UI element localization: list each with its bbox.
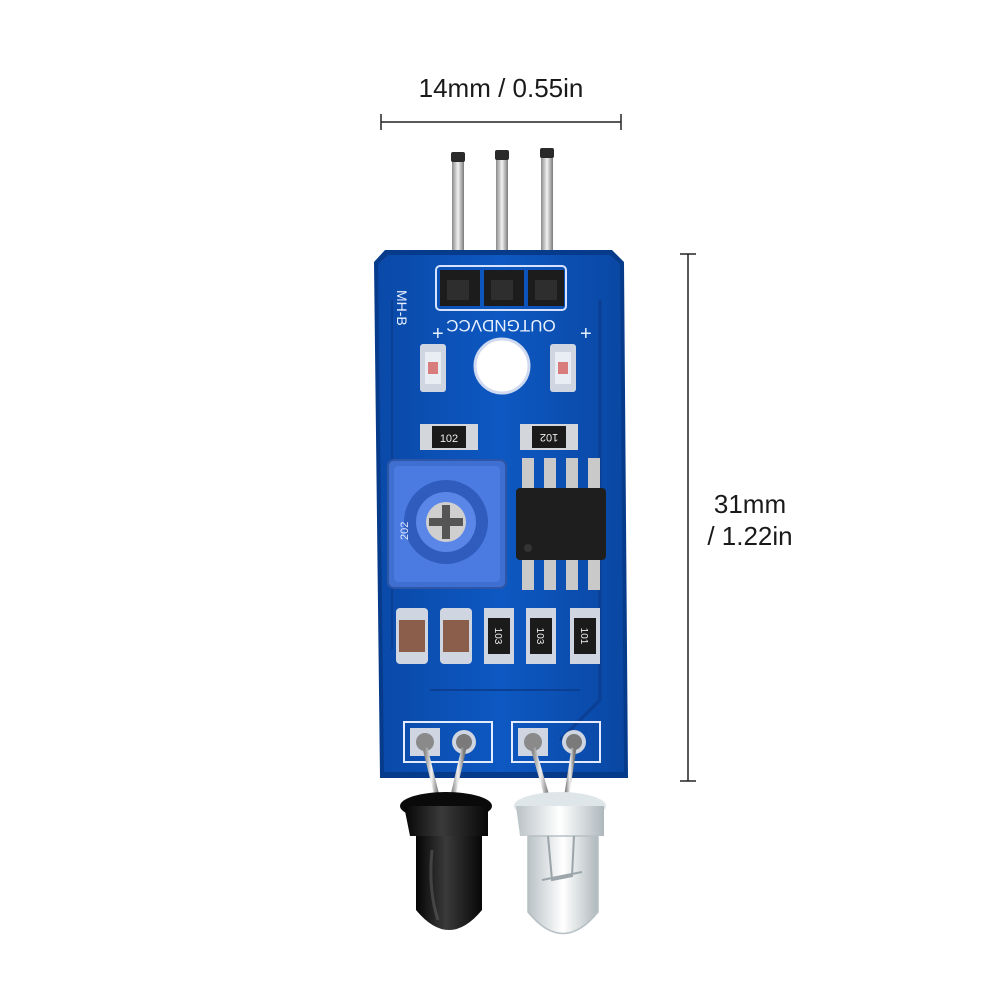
pin-header-base bbox=[435, 265, 567, 311]
ir-emitter-led bbox=[514, 792, 606, 935]
height-dimension-label: 31mm / 1.22in bbox=[690, 488, 810, 552]
plus-sign-right: + bbox=[580, 323, 592, 345]
ir-receiver-led bbox=[400, 792, 492, 930]
resistor-code: 102 bbox=[440, 433, 458, 445]
potentiometer-code: 202 bbox=[399, 522, 411, 540]
led-legs bbox=[422, 747, 577, 801]
indicator-led-left bbox=[420, 344, 446, 392]
potentiometer: 202 bbox=[387, 459, 507, 589]
width-dimension-label: 14mm / 0.55in bbox=[418, 73, 584, 103]
mounting-hole bbox=[473, 337, 531, 395]
model-silkscreen: MH-B bbox=[394, 290, 410, 326]
resistor-code: 103 bbox=[534, 628, 545, 645]
ic-chip bbox=[516, 458, 606, 590]
height-mm-label: 31mm bbox=[713, 489, 787, 519]
height-dimension-line bbox=[680, 253, 696, 782]
height-in-label: / 1.22in bbox=[707, 521, 793, 551]
resistor-mid-2: 103 bbox=[526, 608, 556, 664]
capacitor-2 bbox=[440, 608, 472, 664]
width-dimension-line bbox=[380, 114, 622, 130]
resistor-top-right: 102 bbox=[520, 424, 578, 450]
capacitor-1 bbox=[396, 608, 428, 664]
resistor-mid-1: 103 bbox=[484, 608, 514, 664]
pin-labels-silkscreen: OUTGNDVCC bbox=[446, 316, 556, 335]
led-solder-pads bbox=[403, 721, 601, 763]
indicator-led-right bbox=[550, 344, 576, 392]
resistor-mid-3: 101 bbox=[570, 608, 600, 664]
resistor-code: 101 bbox=[578, 628, 589, 645]
resistor-code: 103 bbox=[492, 628, 503, 645]
plus-sign-left: + bbox=[432, 323, 444, 345]
resistor-code: 102 bbox=[540, 431, 558, 443]
resistor-top-left: 102 bbox=[420, 424, 478, 450]
